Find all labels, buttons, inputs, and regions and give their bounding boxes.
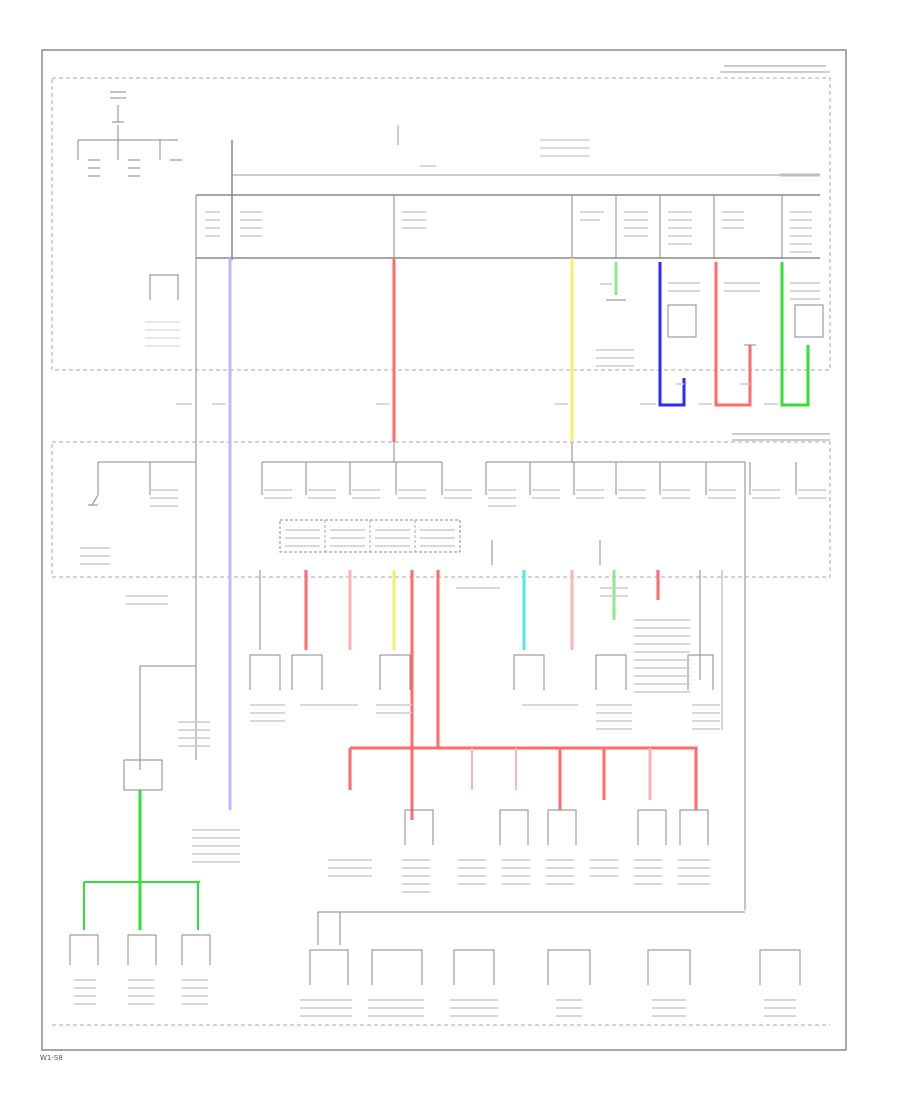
left-relay-symbol [145, 274, 180, 347]
page-label: W1-S8 [40, 1054, 63, 1062]
diagram-frame [41, 49, 847, 1051]
battery-block [77, 91, 182, 177]
underhood-fuse-box-region [51, 77, 831, 371]
wire-red-loop [714, 262, 752, 407]
wire-green-loop [780, 262, 810, 407]
under-dash-fuse-box-region [51, 441, 831, 578]
top-fuse-droppers [195, 195, 783, 258]
wire-blue-loop [658, 262, 686, 407]
